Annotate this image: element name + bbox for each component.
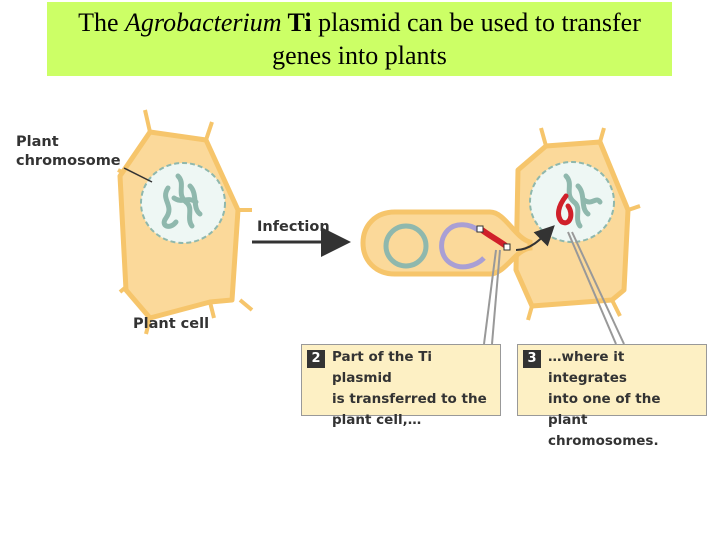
title-bold: Ti bbox=[281, 8, 312, 37]
t-dna-left-border bbox=[476, 225, 484, 233]
infection-label: Infection bbox=[257, 219, 330, 235]
ti-plasmid bbox=[439, 222, 486, 270]
callout-line: chromosomes. bbox=[548, 433, 659, 449]
chromosome-pointer-line bbox=[123, 167, 153, 183]
callout-line: plant cell,… bbox=[332, 412, 422, 428]
left-plant-cell bbox=[117, 109, 254, 335]
title-part1: The bbox=[78, 8, 126, 37]
title-part2: plasmid can be used to transfer genes in… bbox=[272, 8, 641, 70]
left-nucleus bbox=[140, 162, 226, 244]
callout-line: …where it integrates bbox=[548, 349, 627, 386]
plant-cell-label: Plant cell bbox=[133, 316, 210, 332]
left-chromosomes bbox=[161, 173, 203, 229]
plant-chromosome-label: Plant chromosome bbox=[16, 133, 121, 171]
right-chromosomes bbox=[556, 173, 603, 229]
integrated-t-dna bbox=[556, 193, 574, 226]
right-cell-wall-spikes bbox=[526, 127, 641, 321]
title-italic: Agrobacterium bbox=[125, 8, 282, 37]
step-number-badge: 2 bbox=[307, 350, 325, 368]
plant-chromosome-label-line1: Plant bbox=[16, 134, 59, 150]
callout-line: into one of the plant bbox=[548, 391, 661, 428]
transfer-arrow bbox=[515, 225, 555, 251]
right-plant-cell bbox=[513, 127, 641, 321]
step-number-badge: 3 bbox=[523, 350, 541, 368]
t-dna-right-border bbox=[503, 243, 511, 251]
callout-step-3: 3 …where it integrates into one of the p… bbox=[517, 344, 707, 449]
agrobacterium bbox=[360, 209, 533, 277]
plant-chromosome-label-line2: chromosome bbox=[16, 153, 121, 169]
bacterial-chromosome bbox=[383, 223, 429, 269]
callout-step-2: 2 Part of the Ti plasmid is transferred … bbox=[301, 344, 501, 428]
callout-pointers bbox=[483, 231, 625, 345]
callout-line: Part of the Ti plasmid bbox=[332, 349, 433, 386]
slide-title: The Agrobacterium Ti plasmid can be used… bbox=[47, 2, 672, 76]
callout-line: is transferred to the bbox=[332, 391, 487, 407]
